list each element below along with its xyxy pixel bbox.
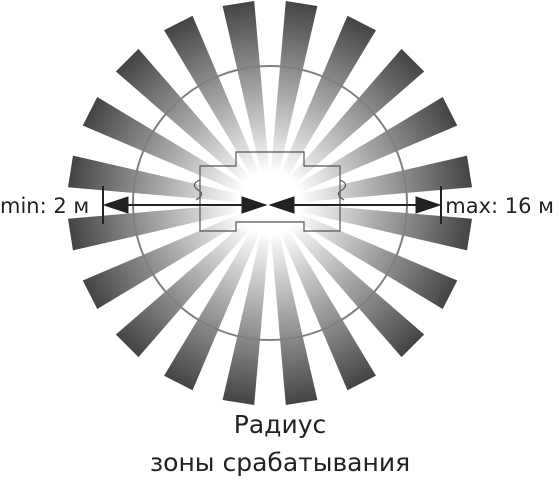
detection-ray [222,0,270,174]
detection-range-circle [132,65,408,341]
max-range-label: max: 16 м [445,194,554,218]
detection-ray [294,213,458,309]
max-arrow-head-right [415,196,442,214]
detection-ray [67,203,241,251]
detection-ray [67,155,241,203]
min-arrow-head-right [241,196,268,214]
detection-ray [288,221,425,358]
max-arrow-head-left [268,196,295,214]
min-range-label: min: 2 м [0,194,90,218]
detection-ray [164,227,260,391]
detection-ray [270,232,318,406]
detection-ray [280,15,376,179]
sensor-outline [193,151,347,232]
caption-line-1: Радиус [233,410,327,439]
detection-ray [82,213,246,309]
detection-ray [115,221,252,358]
detection-ray [294,97,458,193]
detection-ray [299,203,473,251]
detection-ray [222,232,270,406]
detection-ray [299,155,473,203]
detection-rays [67,0,473,406]
detection-ray [280,227,376,391]
min-arrow-head-left [102,196,129,214]
range-arrows [102,186,442,224]
detection-ray [115,48,252,185]
detection-ray [270,0,318,174]
detection-ray [288,48,425,185]
detection-ray [82,97,246,193]
caption-line-2: зоны срабатывания [149,448,411,477]
detection-ray [164,15,260,179]
